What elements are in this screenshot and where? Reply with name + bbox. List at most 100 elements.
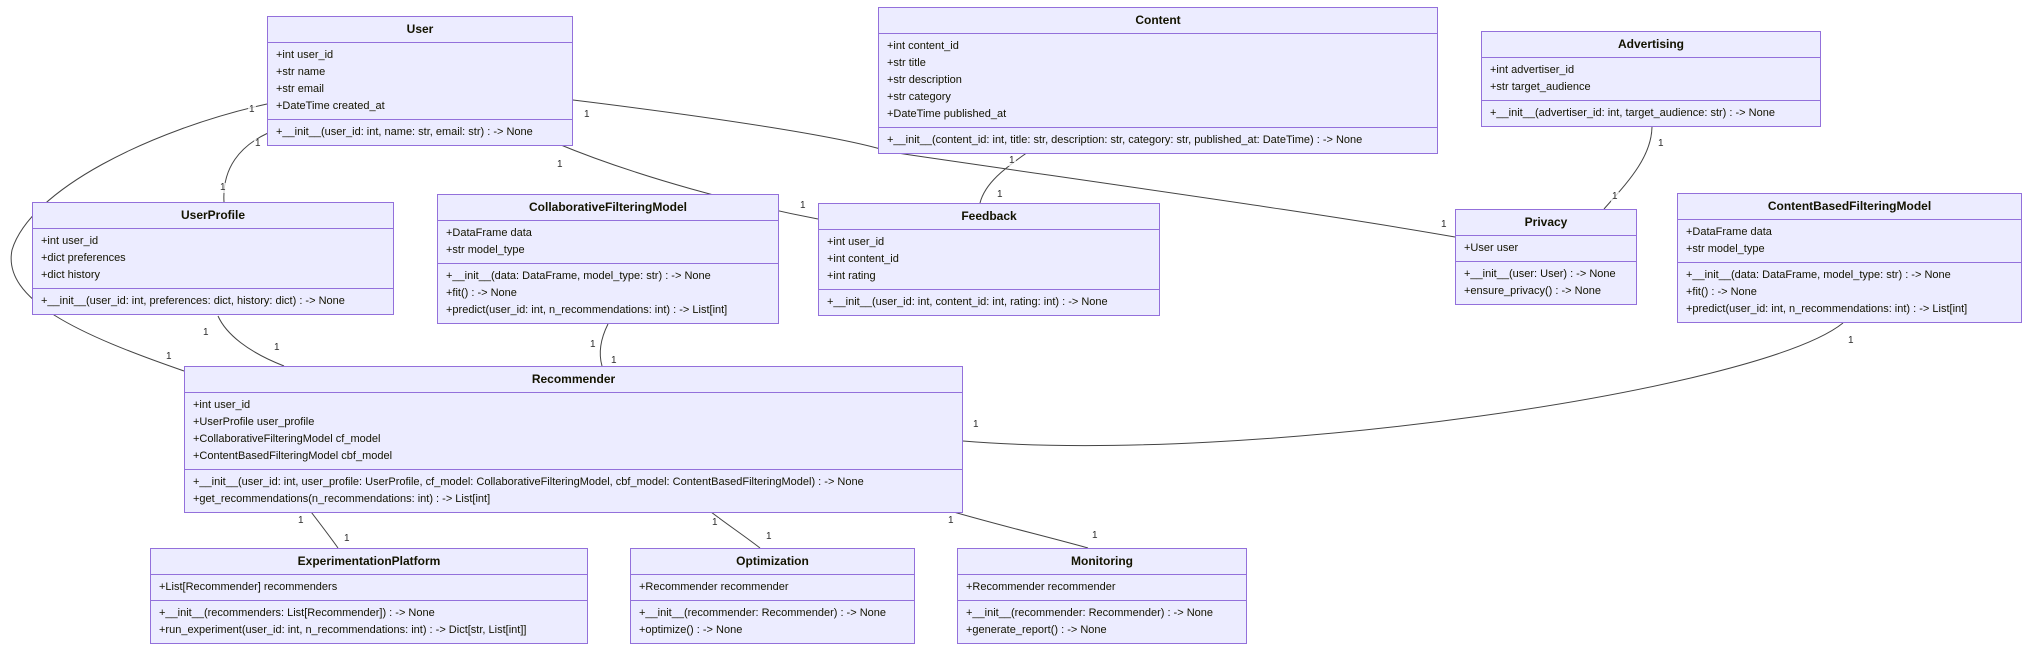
class-attributes: +int user_id+int content_id+int rating	[819, 230, 1159, 290]
class-attribute: +DataFrame data	[1686, 226, 1772, 238]
class-attribute: +int content_id	[887, 40, 959, 52]
class-attribute: +int user_id	[41, 235, 99, 247]
cardinality-label: 1	[1657, 138, 1665, 149]
cardinality-label: 1	[273, 342, 281, 353]
class-attribute: +int user_id	[193, 399, 251, 411]
class-box-Advertising: Advertising+int advertiser_id+str target…	[1481, 31, 1821, 127]
cardinality-label: 1	[343, 533, 351, 544]
class-attributes: +int user_id+dict preferences+dict histo…	[33, 229, 393, 289]
class-attribute: +str model_type	[446, 244, 525, 256]
class-method: +ensure_privacy() : -> None	[1464, 285, 1601, 297]
class-method: +__init__(advertiser_id: int, target_aud…	[1490, 107, 1775, 119]
class-method: +generate_report() : -> None	[966, 624, 1107, 636]
cardinality-label: 1	[1847, 335, 1855, 346]
class-attributes: +Recommender recommender	[958, 575, 1246, 601]
class-box-ExperimentationPlatform: ExperimentationPlatform+List[Recommender…	[150, 548, 588, 644]
class-attribute: +DataFrame data	[446, 227, 532, 239]
edge-Recommender-Monitoring	[939, 507, 1089, 549]
class-title: Content	[879, 8, 1437, 34]
edge-ContentBasedFilteringModel-Recommender	[962, 322, 1844, 447]
class-methods: +__init__(user_id: int, preferences: dic…	[33, 289, 393, 314]
edge-User-Recommender	[10, 103, 268, 372]
class-title: Optimization	[631, 549, 914, 575]
class-attributes: +DataFrame data +str model_type	[438, 221, 778, 264]
edge-Content-Feedback	[979, 151, 1029, 204]
class-title: Feedback	[819, 204, 1159, 230]
class-method: +__init__(user_id: int, preferences: dic…	[41, 295, 345, 307]
cardinality-label: 1	[1611, 191, 1619, 202]
class-method: +__init__(recommender: Recommender) : ->…	[966, 607, 1214, 619]
class-method: +optimize() : -> None	[639, 624, 743, 636]
class-method: +__init__(user_id: int, content_id: int,…	[827, 296, 1108, 308]
cardinality-label: 1	[589, 339, 597, 350]
class-attribute: +Recommender recommender	[966, 581, 1116, 593]
class-attribute: +int user_id	[276, 49, 334, 61]
class-box-UserProfile: UserProfile+int user_id+dict preferences…	[32, 202, 394, 315]
cardinality-label: 1	[165, 351, 173, 362]
class-title: Privacy	[1456, 210, 1636, 236]
class-attribute: +dict history	[41, 269, 100, 281]
class-title: ExperimentationPlatform	[151, 549, 587, 575]
edge-Recommender-ExperimentationPlatform	[307, 507, 339, 549]
cardinality-label: 1	[219, 182, 227, 193]
class-method: +fit() : -> None	[446, 287, 517, 299]
cardinality-label: 1	[583, 109, 591, 120]
class-method: +predict(user_id: int, n_recommendations…	[1686, 303, 1968, 315]
class-attribute: +str target_audience	[1490, 81, 1591, 93]
class-attribute: +DateTime created_at	[276, 100, 385, 112]
cardinality-label: 1	[248, 104, 256, 115]
cardinality-label: 1	[996, 189, 1004, 200]
class-methods: +__init__(recommender: Recommender) : ->…	[631, 601, 914, 643]
class-attributes: +DataFrame data +str model_type	[1678, 220, 2021, 263]
class-attribute: +User user	[1464, 242, 1519, 254]
class-box-Optimization: Optimization +Recommender recommender +__i…	[630, 548, 915, 644]
class-methods: +__init__(content_id: int, title: str, d…	[879, 128, 1437, 153]
class-title: Advertising	[1482, 32, 1820, 58]
class-methods: +__init__(user_id: int, name: str, email…	[268, 120, 572, 145]
class-methods: +__init__(recommenders: List[Recommender…	[151, 601, 587, 643]
class-box-User: User+int user_id+str name+str email+Date…	[267, 16, 573, 146]
edge-UserProfile-Recommender	[217, 315, 285, 367]
class-method: +__init__(user_id: int, user_profile: Us…	[193, 476, 864, 488]
class-attribute: +str category	[887, 91, 951, 103]
cardinality-label: 1	[711, 517, 719, 528]
class-method: +__init__(user_id: int, name: str, email…	[276, 126, 533, 138]
cardinality-label: 1	[1091, 530, 1099, 541]
cardinality-label: 1	[610, 355, 618, 366]
class-title: Recommender	[185, 367, 962, 393]
class-methods: +__init__(recommender: Recommender) : ->…	[958, 601, 1246, 643]
class-box-Recommender: Recommender+int user_id+UserProfile user…	[184, 366, 963, 513]
class-method: +__init__(recommenders: List[Recommender…	[159, 607, 435, 619]
class-title: ContentBasedFilteringModel	[1678, 194, 2021, 220]
class-box-ContentBasedFilteringModel: ContentBasedFilteringModel+DataFrame dat…	[1677, 193, 2022, 323]
cardinality-label: 1	[1440, 219, 1448, 230]
cardinality-label: 1	[972, 419, 980, 430]
class-method: +fit() : -> None	[1686, 286, 1757, 298]
class-method: +__init__(data: DataFrame, model_type: s…	[446, 270, 711, 282]
cardinality-label: 1	[799, 200, 807, 211]
class-box-CollaborativeFilteringModel: CollaborativeFilteringModel+DataFrame da…	[437, 194, 779, 324]
class-box-Monitoring: Monitoring +Recommender recommender +__ini…	[957, 548, 1247, 644]
class-method: +__init__(user: User) : -> None	[1464, 268, 1616, 280]
class-attributes: +int content_id +str title +str descriptio…	[879, 34, 1437, 128]
class-attributes: +int advertiser_id+str target_audience	[1482, 58, 1820, 101]
class-method: +__init__(data: DataFrame, model_type: s…	[1686, 269, 1951, 281]
class-box-Content: Content +int content_id +str title +str des…	[878, 7, 1438, 154]
class-attribute: +str title	[887, 57, 926, 69]
class-methods: +__init__(user_id: int, content_id: int,…	[819, 290, 1159, 315]
class-methods: +__init__(data: DataFrame, model_type: s…	[438, 264, 778, 323]
class-attribute: +Recommender recommender	[639, 581, 789, 593]
class-attributes: +Recommender recommender	[631, 575, 914, 601]
cardinality-label: 1	[202, 327, 210, 338]
class-attribute: +str description	[887, 74, 962, 86]
class-title: UserProfile	[33, 203, 393, 229]
class-attribute: +ContentBasedFilteringModel cbf_model	[193, 450, 393, 462]
edge-Advertising-Privacy	[1603, 125, 1653, 210]
class-box-Feedback: Feedback+int user_id+int content_id+int …	[818, 203, 1160, 316]
cardinality-label: 1	[254, 138, 262, 149]
class-attributes: +List[Recommender] recommenders	[151, 575, 587, 601]
class-attribute: +str model_type	[1686, 243, 1765, 255]
class-title: Monitoring	[958, 549, 1246, 575]
class-attribute: +int content_id	[827, 253, 899, 265]
